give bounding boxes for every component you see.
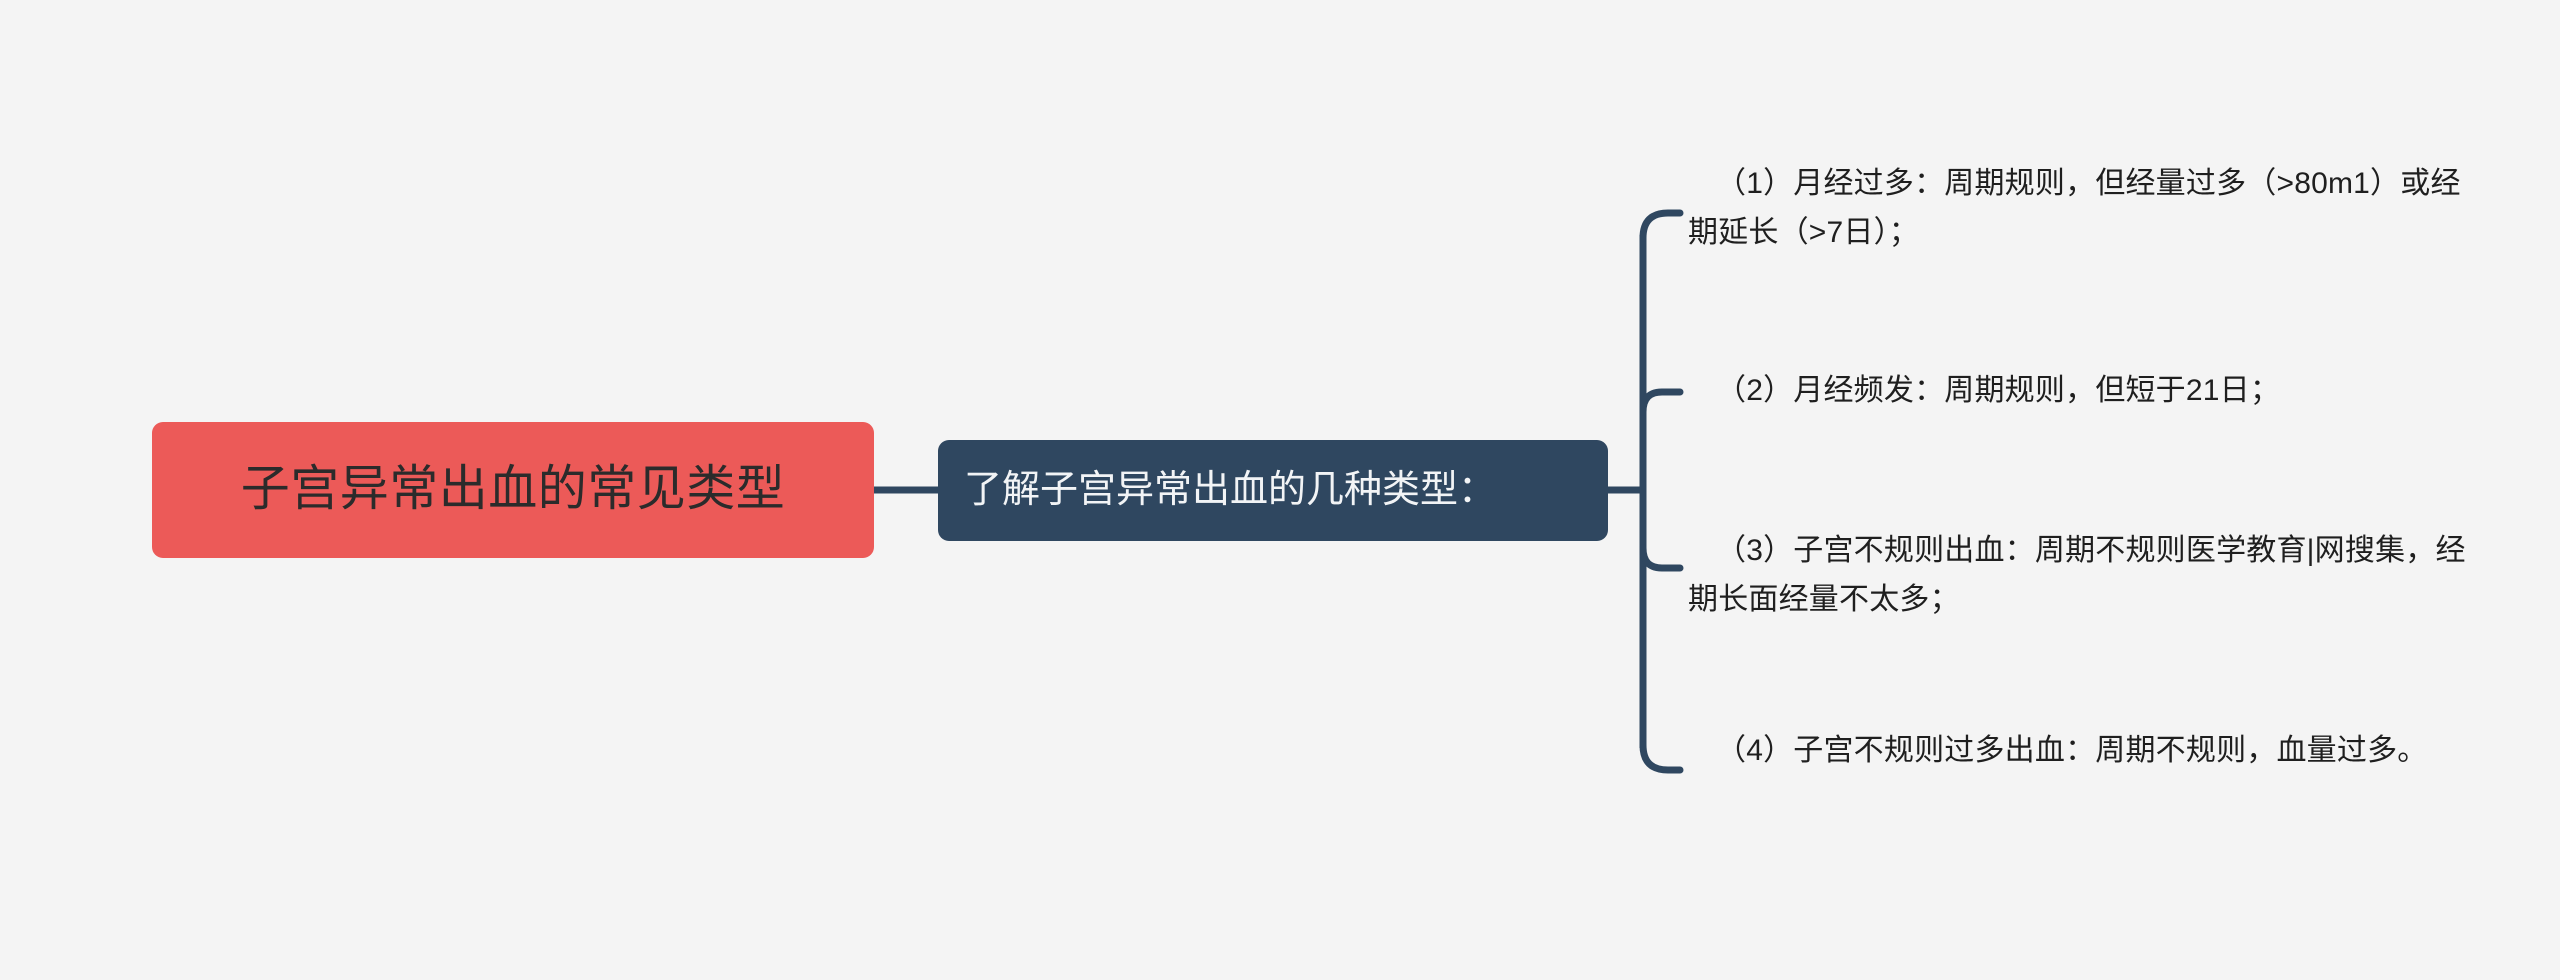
root-node[interactable]: 子宫异常出血的常见类型	[152, 422, 874, 558]
branch-node-1-label: （1）月经过多：周期规则，但经量过多（>80m1）或经期延长（>7日）；	[1688, 167, 2461, 249]
topic-node-label: 了解子宫异常出血的几种类型：	[964, 468, 1497, 511]
topic-node[interactable]: 了解子宫异常出血的几种类型：	[938, 440, 1608, 541]
connector-branch-2	[1639, 388, 1684, 416]
root-node-label: 子宫异常出血的常见类型	[240, 462, 786, 517]
connector-branch-1	[1639, 209, 1684, 242]
branch-node-4-label: （4）子宫不规则过多出血：周期不规则，血量过多。	[1716, 734, 2428, 767]
branch-node-2-label: （2）月经频发：周期规则，但短于21日；	[1716, 374, 2281, 407]
connector-branch-3	[1639, 544, 1684, 572]
branch-node-3-label: （3）子宫不规则出血：周期不规则医学教育|网搜集，经期长面经量不太多；	[1688, 534, 2466, 616]
branch-node-2[interactable]: （2）月经频发：周期规则，但短于21日；	[1688, 367, 2488, 416]
connector-branch-4	[1639, 741, 1684, 774]
branch-node-4[interactable]: （4）子宫不规则过多出血：周期不规则，血量过多。	[1688, 727, 2488, 776]
branch-node-3[interactable]: （3）子宫不规则出血：周期不规则医学教育|网搜集，经期长面经量不太多；	[1688, 527, 2488, 624]
branch-node-1[interactable]: （1）月经过多：周期规则，但经量过多（>80m1）或经期延长（>7日）；	[1688, 160, 2488, 257]
